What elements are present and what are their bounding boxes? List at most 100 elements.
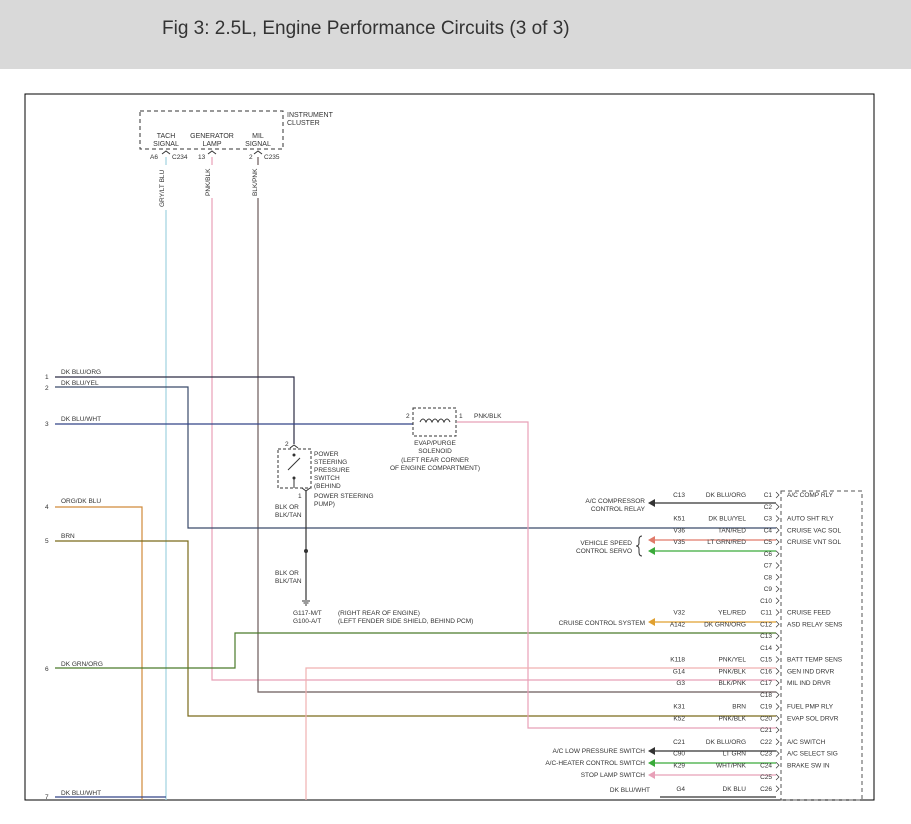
connector-chevron	[775, 668, 780, 675]
switch-terminal	[292, 453, 296, 457]
page-title: Fig 3: 2.5L, Engine Performance Circuits…	[162, 18, 570, 39]
connector-chevron	[301, 487, 311, 492]
solenoid-coil-icon	[419, 418, 451, 424]
pcm-function: GEN IND DRVR	[787, 668, 834, 675]
evap-box	[412, 407, 457, 437]
connector-chevron	[775, 738, 780, 745]
dest-label: CONTROL RELAY	[591, 506, 646, 513]
pcm-pin: C2	[764, 504, 773, 511]
ground-label: G117-M/T	[293, 610, 322, 617]
connector-chevron	[775, 574, 780, 581]
connector-chevron	[775, 538, 780, 546]
ps-wire-label: BLK OR	[275, 504, 299, 511]
ps-label: STEERING	[314, 459, 347, 466]
cluster-pin-label: LAMP	[202, 141, 221, 148]
evap-pin: 2	[406, 413, 410, 420]
wire-6	[55, 632, 776, 669]
ps-label: POWER STEERING	[314, 493, 374, 500]
arrow-icon	[648, 547, 655, 555]
pcm-wire-color: DK GRN/ORG	[704, 621, 746, 628]
cluster-connector: C234	[172, 154, 188, 161]
wire-color-label: DK BLU/WHT	[61, 790, 101, 797]
pcm-function: A/C SWITCH	[787, 739, 826, 746]
pcm-function: CRUISE VAC SOL	[787, 527, 841, 534]
wire-color-label: DK BLU/ORG	[61, 369, 101, 376]
pcm-connector-box	[780, 490, 863, 801]
ground-location: (RIGHT REAR OF ENGINE)	[338, 610, 420, 617]
dest-label: CRUISE CONTROL SYSTEM	[559, 620, 645, 627]
evap-solenoid: 2 1 PNK/BLK EVAP/PURGE SOLENOID (LEFT RE…	[390, 407, 502, 472]
evap-pin: 1	[459, 413, 463, 420]
wire-2	[55, 386, 776, 529]
connector-chevron	[775, 679, 780, 687]
arrow-icon	[648, 771, 655, 779]
wire-label: BLK/PNK	[252, 168, 259, 196]
wire-color-label: DK BLU/YEL	[61, 380, 99, 387]
pcm-pin: C3	[764, 516, 773, 523]
pcm-circuit-code: K31	[673, 704, 685, 711]
pcm-pin: C5	[764, 539, 773, 546]
connector-chevron	[775, 762, 780, 769]
pcm-function: CRUISE FEED	[787, 610, 831, 617]
cluster-connector: C235	[264, 154, 280, 161]
pcm-wire-color: PNK/YEL	[719, 657, 747, 664]
connector-chevron	[775, 562, 780, 569]
connector-chevron	[289, 444, 299, 449]
pcm-circuit-code: V35	[673, 539, 685, 546]
pcm-wire-color: YEL/RED	[718, 610, 746, 617]
pcm-wire-color: DK BLU/YEL	[708, 516, 746, 523]
pcm-pin: C17	[760, 680, 772, 687]
wire-number: 6	[45, 666, 49, 673]
pcm-function: A/C COMP RLY	[787, 492, 834, 499]
wire-number: 5	[45, 538, 49, 545]
arrow-icon	[648, 747, 655, 755]
connector-chevron	[775, 773, 780, 781]
wire-number: 3	[45, 421, 49, 428]
evap-wire-label: PNK/BLK	[474, 413, 502, 420]
connector-chevron	[775, 691, 780, 698]
pcm-pin: C4	[764, 527, 773, 534]
pcm-pin: C10	[760, 598, 772, 605]
pcm-wire-color: TAN/RED	[718, 527, 746, 534]
pcm-wire-color: WHT/PNK	[716, 762, 747, 769]
ps-label: POWER	[314, 451, 339, 458]
ps-label: (BEHIND	[314, 483, 341, 490]
ps-switch-box	[277, 448, 312, 489]
pcm-circuit-code: K118	[670, 657, 685, 664]
pcm-pin: C23	[760, 751, 772, 758]
pcm-circuit-code: V36	[673, 527, 685, 534]
wire-color-label: DK GRN/ORG	[61, 661, 103, 668]
dest-label: VEHICLE SPEED	[580, 540, 632, 547]
pcm-wire-color: PNK/BLK	[719, 715, 747, 722]
connector-chevron	[775, 715, 780, 722]
cluster-pin-number: 2	[249, 154, 253, 161]
wire-evap	[457, 421, 776, 729]
left-wire-labels: 1 DK BLU/ORG 2 DK BLU/YEL 3 DK BLU/WHT 4…	[45, 369, 103, 801]
pcm-wire-color: BLK/PNK	[719, 680, 747, 687]
ps-label: PRESSURE	[314, 467, 350, 474]
splice-dot	[304, 549, 308, 553]
evap-label: EVAP/PURGE	[414, 440, 456, 447]
pcm-function: BATT TEMP SENS	[787, 657, 843, 664]
pcm-function: FUEL PMP RLY	[787, 704, 834, 711]
pcm-function: ASD RELAY SENS	[787, 621, 843, 628]
pcm-pin: C7	[764, 563, 773, 570]
connector-chevron	[775, 491, 780, 499]
pcm-wire-color: DK BLU	[723, 786, 747, 793]
pcm-pin: C21	[760, 727, 772, 734]
pcm-pin: C19	[760, 704, 772, 711]
wire-number: 1	[45, 374, 49, 381]
pcm-circuit-code: V32	[673, 610, 685, 617]
wire-color-label: DK BLU/WHT	[61, 416, 101, 423]
pcm-circuit-code: C21	[673, 739, 685, 746]
pcm-wire-color: DK BLU/ORG	[706, 739, 746, 746]
pcm-circuit-code: C90	[673, 751, 685, 758]
ps-wire-label: BLK/TAN	[275, 512, 302, 519]
wire-4	[55, 506, 143, 800]
pcm-circuit-code: G4	[676, 786, 685, 793]
cluster-name-1: INSTRUMENT	[287, 112, 334, 119]
pcm-circuit-code: A142	[670, 621, 686, 628]
connector-chevron	[775, 515, 780, 522]
wire-number: 7	[45, 794, 49, 801]
